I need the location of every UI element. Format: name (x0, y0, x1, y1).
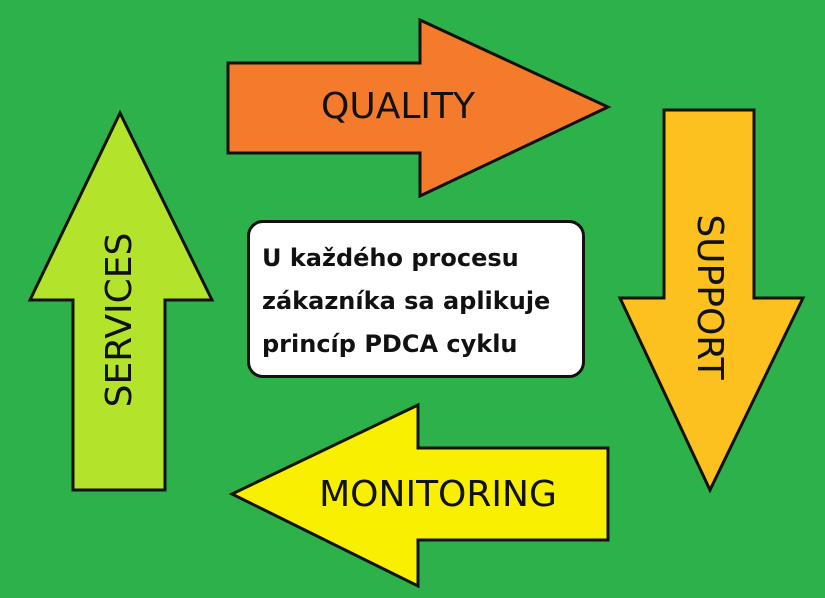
info-line-3: princíp PDCA cyklu (262, 330, 518, 358)
monitoring-arrow: MONITORING (228, 402, 610, 589)
info-line-1: U každého procesu (262, 244, 519, 272)
info-line-2: zákazníka sa aplikuje (262, 287, 551, 315)
quality-arrow-shape (226, 17, 612, 199)
support-label: SUPPORT (689, 214, 730, 380)
support-arrow-shape (617, 108, 806, 494)
monitoring-label: MONITORING (319, 474, 557, 515)
monitoring-arrow-shape (228, 402, 610, 589)
quality-arrow: QUALITY (226, 17, 612, 199)
services-arrow: SERVICES (27, 109, 215, 492)
quality-label: QUALITY (321, 86, 476, 127)
pdca-info-box: U každého procesu zákazníka sa aplikuje … (247, 220, 585, 378)
services-arrow-shape (27, 109, 215, 492)
support-arrow: SUPPORT (617, 108, 806, 494)
services-label: SERVICES (99, 233, 140, 408)
